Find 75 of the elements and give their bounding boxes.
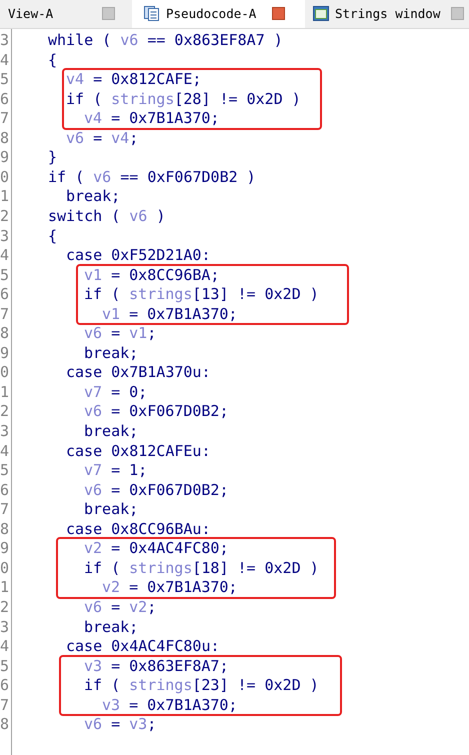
code-line: v6 = v2;: [84, 598, 156, 617]
line-number: 6: [0, 90, 10, 109]
line-number: 6: [0, 480, 10, 500]
tab-label: Strings window: [335, 5, 440, 23]
line-number: 9: [0, 539, 10, 558]
code-line: case 0x7B1A370u:: [66, 363, 210, 382]
code-line: v6 = v1;: [84, 324, 156, 344]
code-line: if ( v6 == 0xF067D0B2 ): [48, 168, 256, 187]
line-number: 1: [0, 578, 10, 598]
line-number: 1: [0, 382, 10, 402]
line-number: 9: [0, 344, 10, 363]
code-line: if ( strings[13] != 0x2D ): [84, 285, 319, 304]
code-line: break;: [84, 422, 138, 441]
code-line: switch ( v6 ): [48, 206, 166, 226]
code-line: v3 = 0x863EF8A7;: [84, 656, 228, 676]
line-number: 3: [0, 618, 10, 636]
line-number: 3: [0, 226, 10, 246]
line-number: 2: [0, 402, 10, 422]
code-line: v1 = 0x8CC96BA;: [84, 266, 220, 285]
tab-label: Pseudocode-A: [166, 5, 256, 23]
code-line: v6 = v3;: [84, 715, 156, 734]
code-line: while ( v6 == 0x863EF8A7 ): [48, 31, 283, 50]
line-number: 4: [0, 442, 10, 461]
line-number: 7: [0, 304, 10, 324]
line-number: 5: [0, 656, 10, 676]
line-number: 3: [0, 31, 10, 50]
line-number: 7: [0, 109, 10, 128]
code-line: v1 = 0x7B1A370;: [102, 304, 238, 324]
code-line: case 0x812CAFEu:: [66, 442, 210, 461]
line-number: 8: [0, 324, 10, 344]
code-line: if ( strings[23] != 0x2D ): [84, 676, 319, 696]
code-line: v7 = 1;: [84, 461, 148, 480]
code-line: v4 = 0x7B1A370;: [84, 109, 220, 128]
code-line: case 0x8CC96BAu:: [66, 520, 210, 539]
line-number: 8: [0, 520, 10, 539]
code-line: v6 = 0xF067D0B2;: [84, 402, 228, 422]
code-line: {: [48, 226, 58, 246]
code-line: if ( strings[18] != 0x2D ): [84, 558, 319, 578]
line-number: 4: [0, 637, 10, 656]
line-number: 7: [0, 500, 10, 520]
code-line: case 0xF52D21A0:: [66, 246, 210, 266]
code-line: v6 = 0xF067D0B2;: [84, 480, 228, 500]
line-number: 3: [0, 422, 10, 441]
line-number: 6: [0, 285, 10, 304]
line-number: 5: [0, 70, 10, 90]
code-line: v3 = 0x7B1A370;: [102, 696, 238, 715]
code-line: break;: [84, 344, 138, 363]
line-number: 0: [0, 558, 10, 578]
code-line: if ( strings[28] != 0x2D ): [66, 90, 301, 109]
line-number: 8: [0, 128, 10, 148]
line-number: 8: [0, 715, 10, 734]
line-number: 1: [0, 187, 10, 206]
line-number: 4: [0, 246, 10, 266]
code-line: }: [48, 148, 58, 168]
line-number: 0: [0, 363, 10, 382]
code-line: break;: [66, 187, 120, 206]
line-number: 5: [0, 266, 10, 285]
code-line: v4 = 0x812CAFE;: [66, 70, 202, 90]
line-number: 4: [0, 50, 10, 70]
code-line: v6 = v4;: [66, 128, 138, 148]
line-number: 2: [0, 598, 10, 617]
line-number: 7: [0, 696, 10, 715]
line-number: 0: [0, 168, 10, 187]
code-line: {: [48, 50, 58, 70]
code-line: case 0x4AC4FC80u:: [66, 637, 220, 656]
code-line: v7 = 0;: [84, 382, 148, 402]
code-line: v2 = 0x4AC4FC80;: [84, 539, 228, 558]
code-line: v2 = 0x7B1A370;: [102, 578, 238, 598]
tab-label: View-A: [8, 5, 54, 23]
line-number: 9: [0, 148, 10, 168]
line-number: 2: [0, 206, 10, 226]
code-line: break;: [84, 500, 138, 520]
line-number: 5: [0, 461, 10, 480]
line-number: 6: [0, 676, 10, 696]
code-line: break;: [84, 618, 138, 636]
